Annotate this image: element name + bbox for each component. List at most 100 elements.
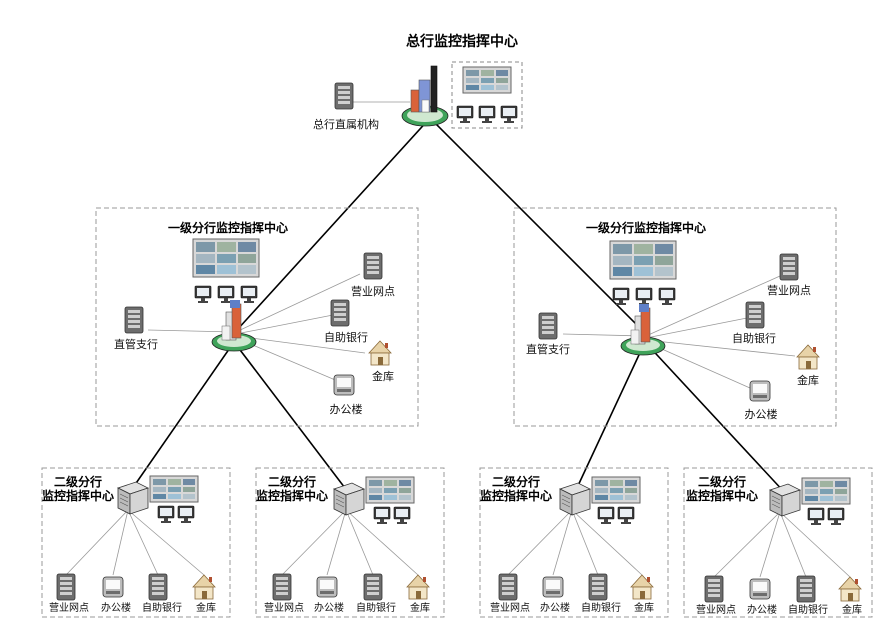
monitor-icon: [373, 506, 391, 525]
video-wall-icon: [192, 238, 260, 278]
leaf-label: 自助银行: [356, 601, 396, 614]
office-icon: [333, 374, 355, 396]
level1-left-direct-label: 直管支行: [114, 337, 158, 351]
leaf-label: 营业网点: [490, 601, 530, 614]
leaf-label: 办公楼: [747, 603, 777, 616]
level1-right-vault-label: 金库: [797, 373, 819, 387]
level2-title-line2: 监控指挥中心: [686, 488, 758, 503]
server-icon: [779, 253, 799, 281]
server-icon: [330, 299, 350, 327]
level1-left-vault-label: 金库: [372, 369, 394, 383]
level2-title-line2: 监控指挥中心: [256, 488, 328, 503]
video-wall-icon: [365, 476, 415, 504]
monitor-icon: [240, 285, 258, 304]
monitor-icon: [635, 287, 653, 306]
leaf-label: 办公楼: [314, 601, 344, 614]
leaf-label: 自助银行: [581, 601, 621, 614]
office-icon: [749, 380, 771, 402]
level2-center-1: 二级分行 监控指挥中心 营业网点 办公楼 自助银行 金库: [41, 467, 231, 618]
video-wall-icon: [801, 477, 851, 505]
vault-icon: [796, 344, 820, 370]
monitor-icon: [658, 287, 676, 306]
monitor-icon: [617, 506, 635, 525]
level1-left-title: 一级分行监控指挥中心: [168, 220, 288, 235]
leaf-label: 金库: [410, 601, 430, 614]
server-icon: [363, 573, 383, 601]
level1-left-office-label: 办公楼: [330, 402, 363, 416]
leaf-label: 自助银行: [788, 603, 828, 616]
level2-server-icon: [333, 482, 365, 516]
hq-control-box: [451, 61, 523, 129]
level1-right-atm-label: 自助银行: [732, 331, 776, 345]
monitor-icon: [157, 505, 175, 524]
hq-direct-label: 总行直属机构: [313, 117, 379, 131]
vault-icon: [192, 574, 216, 600]
server-icon: [538, 312, 558, 340]
leaf-label: 金库: [842, 603, 862, 616]
monitor-icon: [456, 105, 474, 124]
level1-right-title: 一级分行监控指挥中心: [586, 220, 706, 235]
server-icon: [498, 573, 518, 601]
level1-right-outlet-label: 营业网点: [767, 283, 811, 297]
hq-direct-server-icon: [334, 82, 354, 110]
level2-title-line1: 二级分行: [698, 474, 746, 489]
vault-icon: [406, 574, 430, 600]
monitor-icon: [393, 506, 411, 525]
office-icon: [316, 576, 338, 598]
level1-right-center: 一级分行监控指挥中心 直管支行 营业网点 自助银行 金库 办公楼: [513, 207, 837, 427]
leaf-label: 办公楼: [540, 601, 570, 614]
level1-right-direct-label: 直管支行: [526, 342, 570, 356]
level2-server-icon: [769, 483, 801, 517]
server-icon: [124, 306, 144, 334]
level1-left-outlet-label: 营业网点: [351, 284, 395, 298]
level1-left-atm-label: 自助银行: [324, 330, 368, 344]
backbone-links: [131, 117, 787, 495]
office-icon: [542, 576, 564, 598]
level2-title-line2: 监控指挥中心: [42, 488, 114, 503]
level2-server-icon: [117, 481, 149, 515]
vault-icon: [630, 574, 654, 600]
server-icon: [745, 301, 765, 329]
monitor-icon: [807, 507, 825, 526]
leaf-label: 自助银行: [142, 601, 182, 614]
monitor-icon: [177, 505, 195, 524]
server-icon: [588, 573, 608, 601]
level2-center-3: 二级分行 监控指挥中心 营业网点 办公楼 自助银行 金库: [479, 467, 669, 618]
leaf-label: 营业网点: [49, 601, 89, 614]
level1-left-center: 一级分行监控指挥中心 直管支行 营业网点 自助银行 金库 办公楼: [95, 207, 419, 427]
hq-building-icon: [401, 65, 449, 127]
video-wall-icon: [591, 476, 641, 504]
server-icon: [363, 252, 383, 280]
monitor-icon: [478, 105, 496, 124]
monitor-icon: [597, 506, 615, 525]
leaf-label: 金库: [196, 601, 216, 614]
monitor-icon: [827, 507, 845, 526]
vault-icon: [838, 576, 862, 602]
level2-title-line1: 二级分行: [54, 474, 102, 489]
server-icon: [796, 575, 816, 603]
server-icon: [148, 573, 168, 601]
hq-video-wall-icon: [462, 66, 512, 94]
level2-title-line1: 二级分行: [268, 474, 316, 489]
leaf-label: 营业网点: [696, 603, 736, 616]
video-wall-icon: [149, 475, 199, 503]
hq-center: 总行监控指挥中心 总行直属机构: [313, 33, 523, 131]
office-icon: [102, 576, 124, 598]
leaf-label: 金库: [634, 601, 654, 614]
level2-server-icon: [559, 482, 591, 516]
level2-title-line2: 监控指挥中心: [480, 488, 552, 503]
level2-center-2: 二级分行 监控指挥中心 营业网点 办公楼 自助银行 金库: [255, 467, 445, 618]
hq-title: 总行监控指挥中心: [406, 33, 518, 50]
vault-icon: [368, 340, 392, 366]
leaf-label: 营业网点: [264, 601, 304, 614]
monitor-icon: [194, 285, 212, 304]
leaf-label: 办公楼: [101, 601, 131, 614]
monitor-icon: [500, 105, 518, 124]
level2-title-line1: 二级分行: [492, 474, 540, 489]
server-icon: [56, 573, 76, 601]
server-icon: [704, 575, 724, 603]
server-icon: [272, 573, 292, 601]
level2-center-4: 二级分行 监控指挥中心 营业网点 办公楼 自助银行 金库: [683, 467, 873, 618]
level1-left-box: [95, 207, 419, 427]
